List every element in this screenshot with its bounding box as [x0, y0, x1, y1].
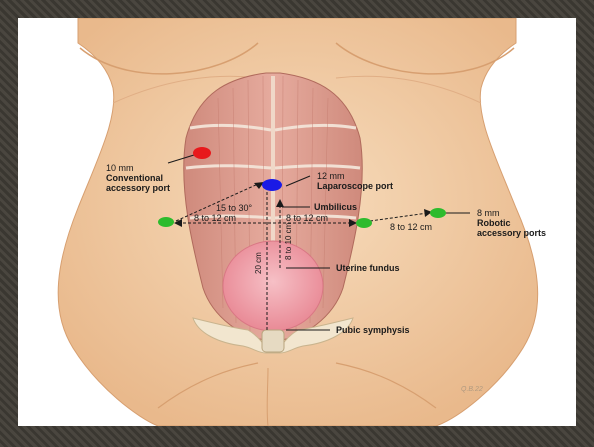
conventional-label-line2: accessory port [106, 183, 170, 193]
conventional-label-line1: Conventional [106, 173, 163, 183]
robotic-port-left [158, 217, 174, 227]
laparoscope-size-label: 12 mm [317, 171, 345, 181]
laparoscope-label: Laparoscope port [317, 181, 393, 191]
illustration-panel: 10 mm Conventional accessory port 12 mm … [18, 18, 576, 426]
angle-label: 15 to 30° [216, 203, 252, 213]
vertical-8-10cm-label: 8 to 10 cm [284, 223, 293, 260]
artist-signature: Q.B.22 [461, 386, 483, 393]
laparoscope-port-marker [262, 179, 282, 191]
distance-far-label: 8 to 12 cm [390, 222, 432, 232]
conventional-port-marker [193, 147, 211, 159]
robotic-port-middle [356, 218, 372, 228]
pubic-symphysis-label: Pubic symphysis [336, 325, 410, 335]
conventional-size-label: 10 mm [106, 163, 134, 173]
robotic-label-line1: Robotic [477, 218, 511, 228]
robotic-size-label: 8 mm [477, 208, 500, 218]
robotic-port-right [430, 208, 446, 218]
uterine-fundus-label: Uterine fundus [336, 263, 400, 273]
uterus [223, 241, 323, 331]
pubic-symphysis-bone [262, 330, 284, 352]
vertical-20cm-label: 20 cm [254, 252, 263, 274]
distance-left-label: 8 to 12 cm [194, 213, 236, 223]
robotic-label-line2: accessory ports [477, 228, 546, 238]
umbilicus-label: Umbilicus [314, 202, 357, 212]
distance-right-label: 8 to 12 cm [286, 213, 328, 223]
